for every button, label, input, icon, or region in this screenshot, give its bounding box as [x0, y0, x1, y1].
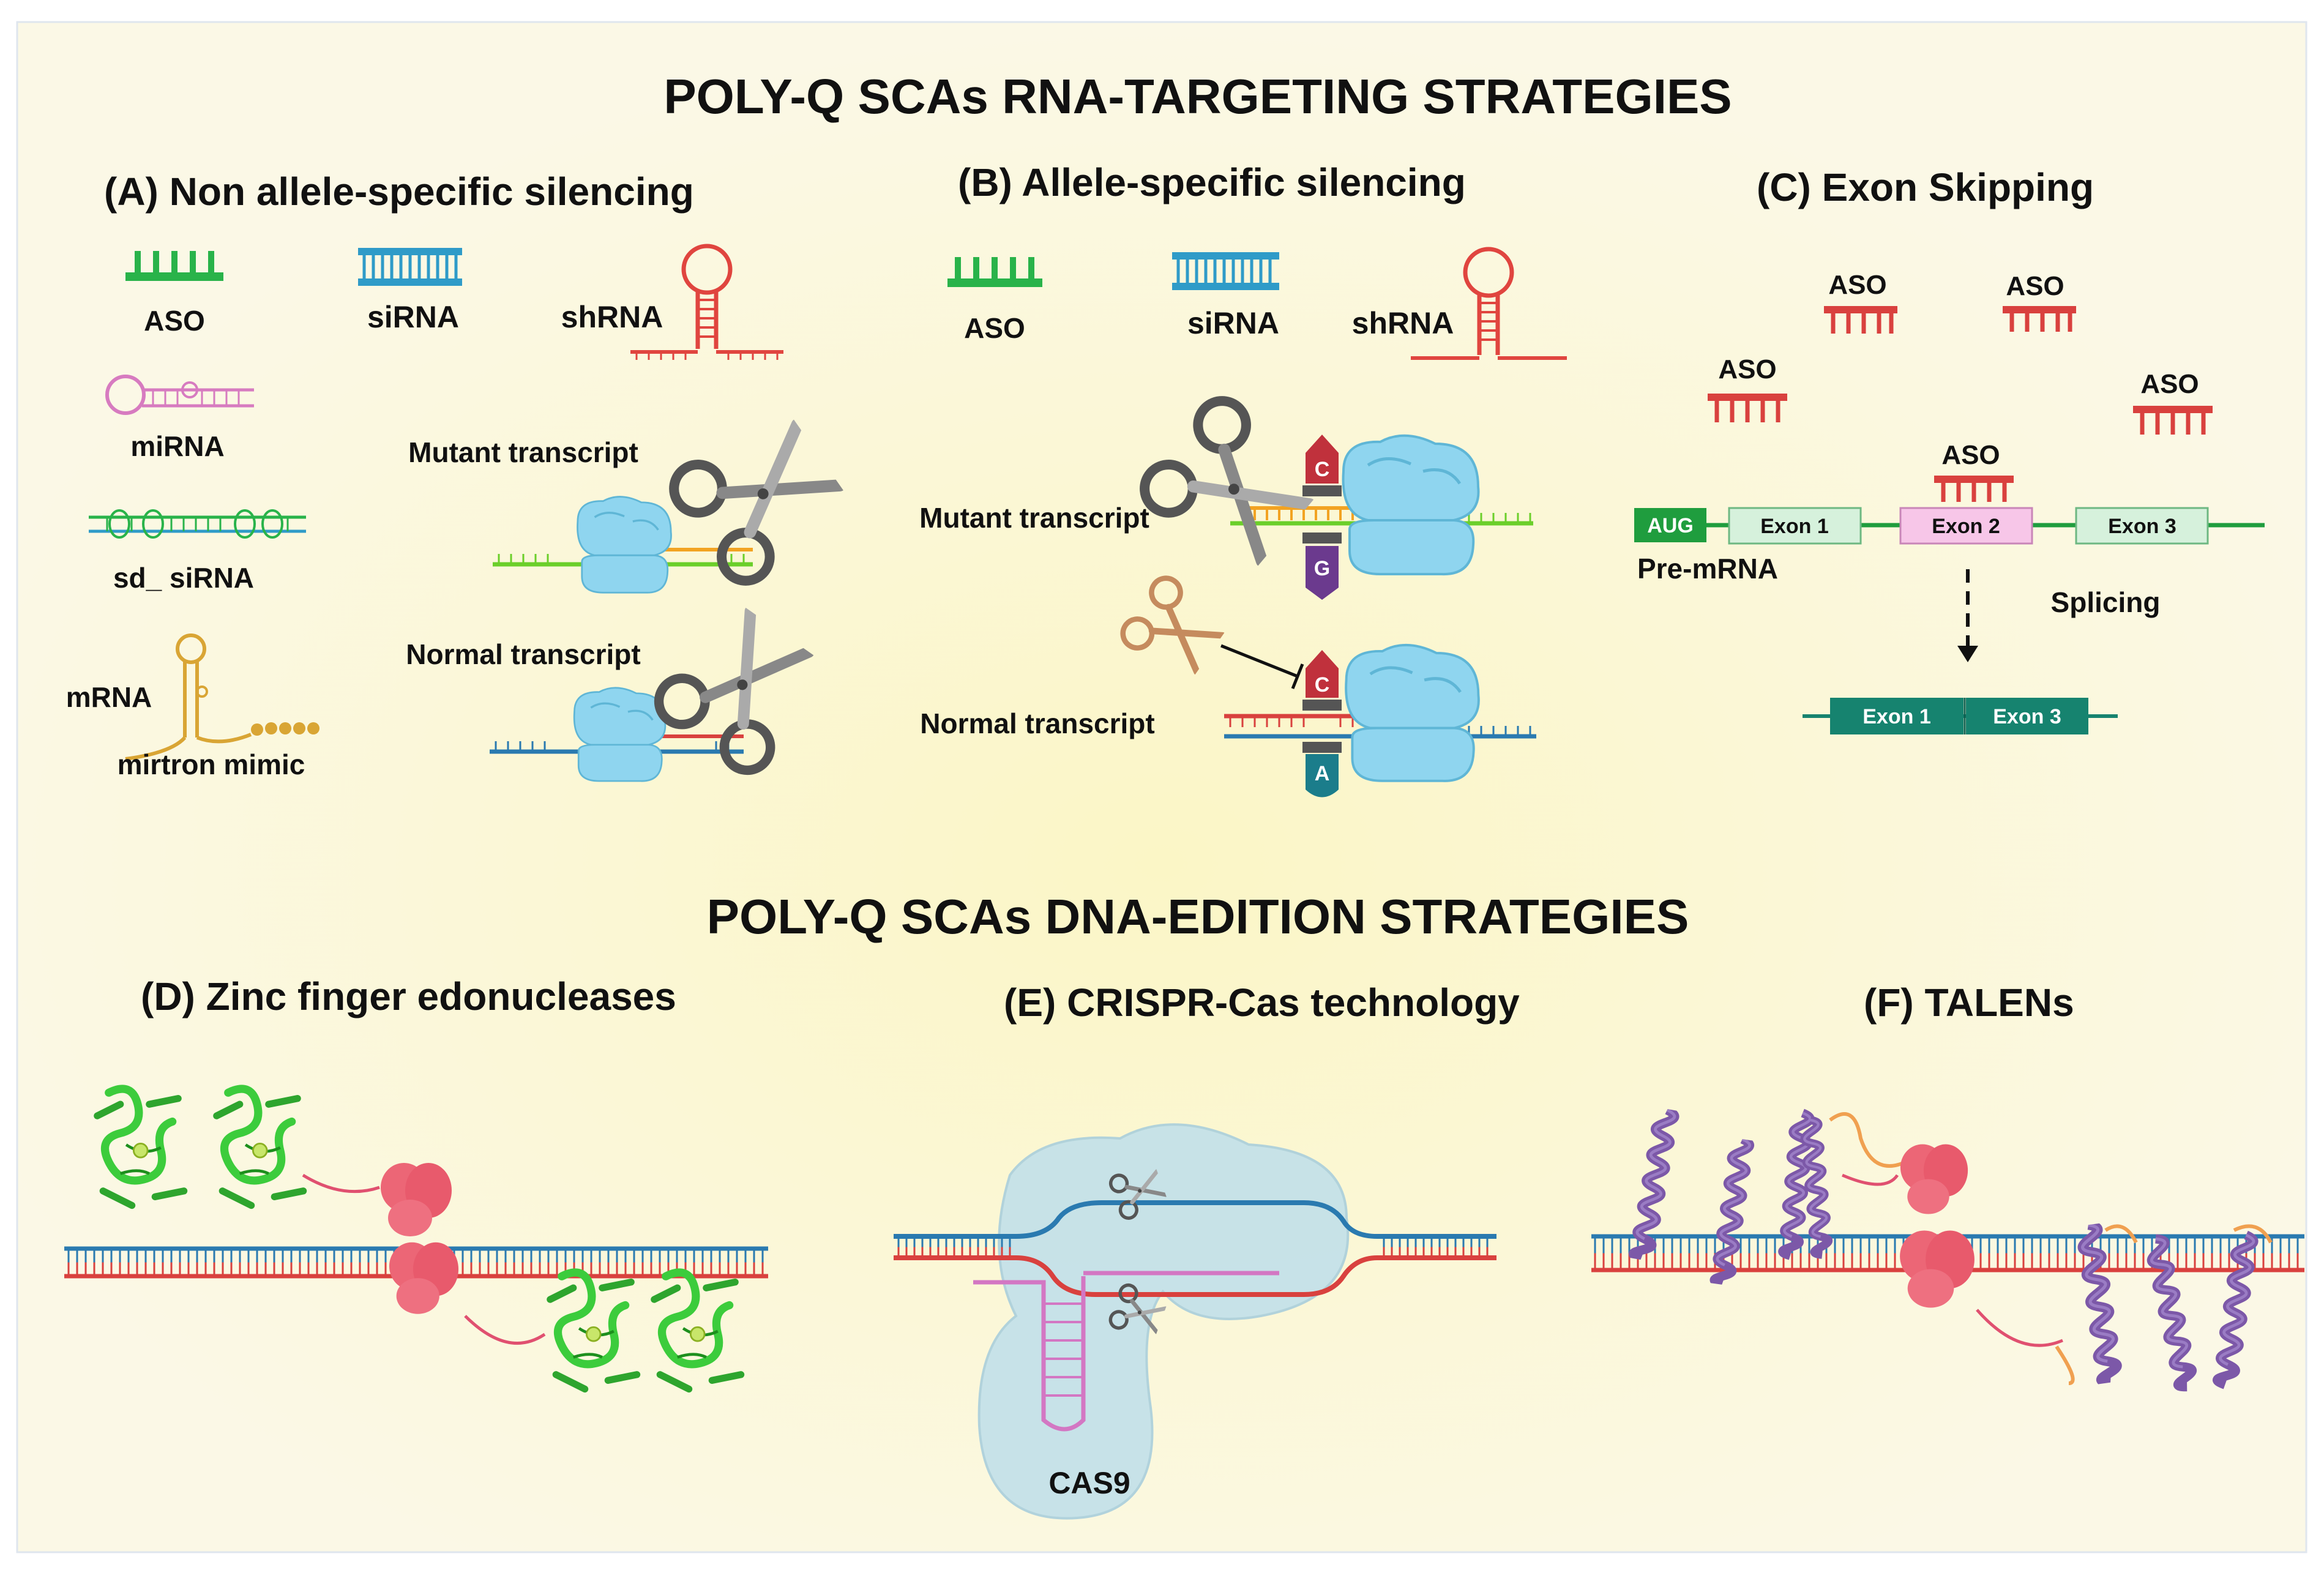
exon-3-label: Exon 3	[2108, 515, 2176, 538]
panel-b: (B) Allele-specific silencing ASO siRNA	[919, 160, 1567, 798]
ribosome-icon	[576, 495, 673, 594]
exon-1-box	[1728, 507, 1862, 545]
mirna-glyph	[105, 375, 254, 415]
ribosome-icon	[573, 687, 667, 782]
panel-a-normal-label: Normal transcript	[406, 638, 640, 670]
result-exon-1-label: Exon 1	[1863, 705, 1930, 728]
base-c-letter: C	[1315, 458, 1330, 481]
rna-strategies-title: POLY-Q SCAs RNA-TARGETING STRATEGIES	[663, 69, 1732, 124]
aso-marker-5: ASO	[1934, 440, 2014, 502]
base-g-letter: G	[1314, 557, 1330, 580]
mrna-label: mRNA	[66, 681, 152, 713]
panel-e: (E) CRISPR-Cas technology CAS9	[894, 981, 1520, 1520]
svg-text:ASO: ASO	[2140, 369, 2199, 399]
exon-3-box	[2075, 507, 2209, 545]
base-g-marker	[1306, 546, 1339, 600]
panel-b-normal-transcript: C A	[1117, 572, 1536, 798]
result-exon-3-label: Exon 3	[1993, 705, 2061, 728]
panel-b-title: (B) Allele-specific silencing	[958, 160, 1466, 204]
pre-mrna: AUG Exon 1 Exon 2 Exon 3	[1634, 507, 2265, 545]
guide-rna-scaffold	[973, 1276, 1086, 1432]
ribosome-icon	[1343, 436, 1479, 574]
panel-c: (C) Exon Skipping ASO ASO ASO ASO ASO	[1634, 165, 2265, 734]
aso-marker-4: ASO	[2133, 369, 2213, 435]
base-c-letter: C	[1315, 673, 1330, 697]
aug-box	[1634, 508, 1706, 542]
cas9-label: CAS9	[1048, 1466, 1130, 1500]
svg-text:ASO: ASO	[1828, 270, 1886, 300]
aso-marker-3: ASO	[1708, 354, 1787, 422]
base-a-marker	[1306, 754, 1339, 798]
inhibition-line	[1220, 644, 1298, 678]
exon-2-box	[1899, 507, 2033, 545]
dna-strategies-title: POLY-Q SCAs DNA-EDITION STRATEGIES	[707, 889, 1689, 944]
spliced-mrna: Exon 1 Exon 3	[1803, 698, 2118, 734]
panel-d-title: (D) Zinc finger edonucleases	[141, 974, 676, 1018]
aso-label: ASO	[144, 305, 205, 337]
aso-marker-1: ASO	[1824, 270, 1897, 334]
base-c-marker	[1306, 435, 1339, 484]
ribosome-icon	[1346, 645, 1479, 781]
crispr-dna	[894, 1162, 1496, 1432]
panel-c-title: (C) Exon Skipping	[1757, 165, 2094, 209]
sirna-glyph	[1172, 252, 1279, 290]
sirna-label: siRNA	[367, 300, 459, 334]
panel-b-aso-label: ASO	[964, 312, 1025, 344]
panel-d: (D) Zinc finger edonucleases	[64, 974, 768, 1389]
base-a-letter: A	[1315, 762, 1330, 785]
shrna-hairpin-icon	[1411, 247, 1567, 360]
panel-b-mutant-label: Mutant transcript	[919, 502, 1149, 534]
pre-mrna-label: Pre-mRNA	[1637, 553, 1778, 585]
panel-a: (A) Non allele-specific silencing ASO si…	[66, 170, 856, 781]
aso-marker-2: ASO	[2003, 271, 2076, 332]
result-exon-1-box	[1830, 698, 1963, 734]
panel-a-mutant-transcript	[493, 402, 856, 593]
panel-a-normal-transcript	[490, 596, 831, 781]
sd-sirna-label: sd_ siRNA	[113, 562, 254, 594]
mirtron-glyph	[125, 633, 319, 761]
svg-text:ASO: ASO	[1941, 440, 2000, 470]
aso-glyph	[947, 257, 1042, 287]
aug-label: AUG	[1647, 514, 1694, 537]
aso-glyph	[125, 251, 223, 281]
panel-b-shrna-label: shRNA	[1352, 306, 1454, 340]
panel-a-title: (A) Non allele-specific silencing	[104, 170, 694, 214]
base-c-marker	[1306, 650, 1339, 698]
panel-f: (F) TALENs	[1591, 981, 2304, 1389]
mirna-label: miRNA	[130, 430, 224, 462]
panel-b-mutant-transcript: C G	[1135, 391, 1533, 600]
panel-e-title: (E) CRISPR-Cas technology	[1004, 981, 1520, 1025]
cas9-protein-blob	[977, 1123, 1350, 1520]
result-exon-3-box	[1966, 698, 2088, 734]
splicing-label: Splicing	[2051, 586, 2161, 618]
panel-a-mutant-label: Mutant transcript	[408, 436, 638, 468]
sd-sirna-glyph	[89, 509, 306, 539]
svg-text:ASO: ASO	[2006, 271, 2064, 301]
sirna-glyph	[358, 248, 462, 286]
panel-b-sirna-label: siRNA	[1187, 306, 1279, 340]
svg-text:ASO: ASO	[1718, 354, 1776, 384]
exon-1-label: Exon 1	[1760, 515, 1828, 538]
shrna-label: shRNA	[561, 300, 663, 334]
panel-b-normal-label: Normal transcript	[920, 708, 1154, 739]
mirtron-label: mirtron mimic	[118, 749, 305, 780]
shrna-hairpin-icon	[630, 244, 783, 360]
panel-f-title: (F) TALENs	[1864, 981, 2074, 1025]
exon-2-label: Exon 2	[1932, 515, 2000, 538]
